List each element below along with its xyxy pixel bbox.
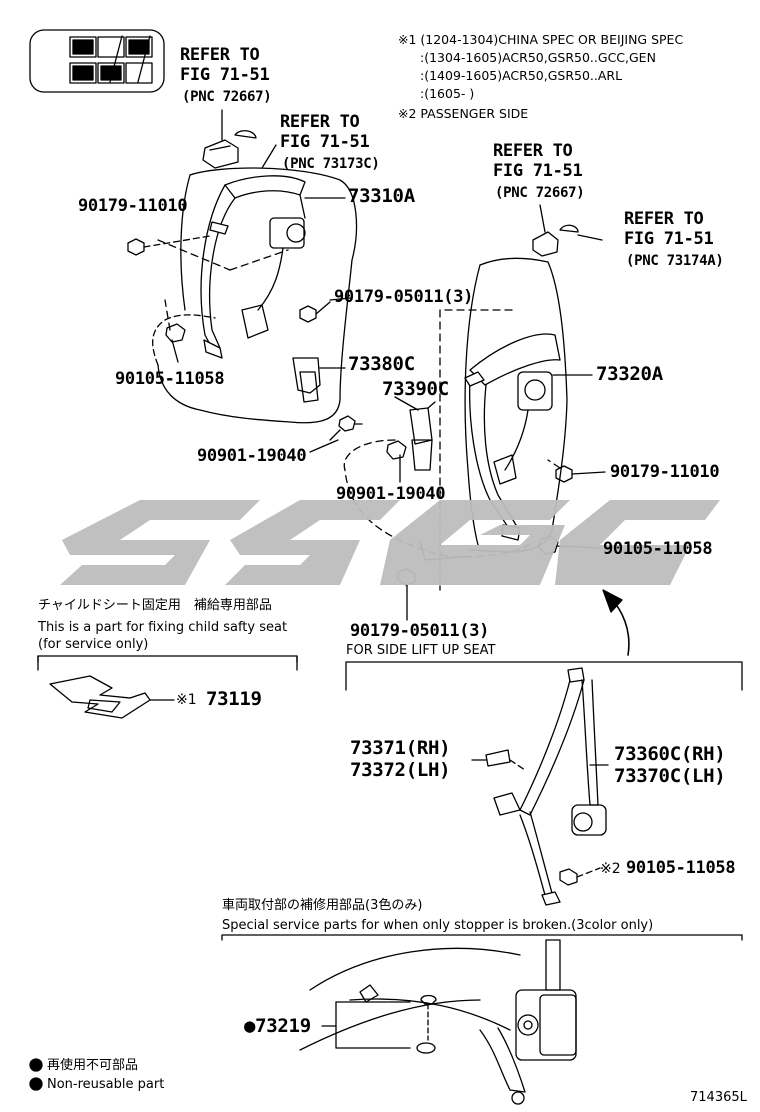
- part-73370C-lh[interactable]: 73370C(LH): [614, 765, 726, 787]
- legend-dot-en: [29, 1077, 43, 1091]
- part-90901-19040-right[interactable]: 90901-19040: [336, 484, 446, 504]
- child-seat-caption-jp: チャイルドシート固定用 補給専用部品: [38, 598, 272, 613]
- child-seat-part-box: [37, 655, 298, 719]
- note-1a: :(1304-1605)ACR50,GSR50..GCC,GEN: [420, 50, 656, 65]
- ref-4-line3: (PNC 73174A): [626, 253, 724, 269]
- ref-2-line3: (PNC 73173C): [282, 156, 380, 172]
- legend-en: Non-reusable part: [47, 1077, 165, 1092]
- left-leaders: [157, 239, 289, 331]
- part-73219[interactable]: ●73219: [244, 1015, 311, 1037]
- reference-cap-icons: [202, 130, 603, 257]
- part-73320A[interactable]: 73320A: [596, 363, 663, 385]
- watermark-shapes: [60, 500, 720, 585]
- legend-dot-jp: [29, 1058, 43, 1072]
- part-90179-11010-right[interactable]: 90179-11010: [610, 462, 720, 482]
- ref-1-line3: (PNC 72667): [182, 89, 272, 105]
- left-fasteners: [127, 235, 363, 441]
- ref-2-line2: FIG 71-51: [280, 132, 370, 152]
- left-buckle: [292, 357, 346, 403]
- part-73372-lh[interactable]: 73372(LH): [350, 759, 451, 781]
- side-lift-seat-box: [345, 661, 743, 691]
- ref-3-line1: REFER TO: [493, 141, 573, 161]
- part-90105-11058-bottom-mark: ※2: [600, 861, 621, 877]
- part-73380C[interactable]: 73380C: [348, 353, 415, 375]
- left-seat-belt: [200, 175, 306, 359]
- note-1c: :(1605- ): [420, 86, 475, 101]
- part-73119-mark: ※1: [176, 692, 197, 708]
- legend-jp: 再使用不可部品: [47, 1058, 139, 1073]
- child-seat-caption-en1: This is a part for fixing child safty se…: [38, 620, 288, 635]
- vehicle-seat-map-icon: [29, 29, 165, 93]
- figure-number: 714365L: [690, 1090, 747, 1105]
- stopper-detail-art: [299, 939, 577, 1105]
- ref-1-line1: REFER TO: [180, 45, 260, 65]
- right-buckle: [409, 401, 436, 471]
- part-73390C[interactable]: 73390C: [382, 378, 449, 400]
- part-73360C-rh[interactable]: 73360C(RH): [614, 743, 726, 765]
- part-90105-11058-right[interactable]: 90105-11058: [603, 539, 713, 559]
- stopper-caption-en: Special service parts for when only stop…: [222, 918, 654, 933]
- note-1: ※1 (1204-1304)CHINA SPEC OR BEIJING SPEC: [398, 32, 684, 47]
- part-90105-11058-bottom[interactable]: 90105-11058: [626, 858, 736, 878]
- part-90179-11010-left[interactable]: 90179-11010: [78, 196, 188, 216]
- ref-3-line2: FIG 71-51: [493, 161, 583, 181]
- part-90901-19040-left[interactable]: 90901-19040: [197, 446, 307, 466]
- ref-2-line1: REFER TO: [280, 112, 360, 132]
- part-90179-05011-upper[interactable]: 90179-05011(3): [334, 287, 474, 307]
- note-2: ※2 PASSENGER SIDE: [398, 106, 529, 121]
- part-90105-11058-left[interactable]: 90105-11058: [115, 369, 225, 389]
- part-73310A[interactable]: 73310A: [348, 185, 415, 207]
- ref-4-line1: REFER TO: [624, 209, 704, 229]
- callout-leaders: [221, 109, 593, 483]
- ref-3-line3: (PNC 72667): [495, 185, 585, 201]
- part-90179-05011-lower[interactable]: 90179-05011(3): [350, 621, 490, 641]
- lift-seat-belt-assembly: [471, 667, 609, 906]
- ref-1-line2: FIG 71-51: [180, 65, 270, 85]
- lift-up-seat-arrow: [602, 589, 630, 656]
- part-73119[interactable]: 73119: [206, 688, 262, 710]
- side-lift-caption: FOR SIDE LIFT UP SEAT: [346, 643, 496, 658]
- child-seat-caption-en2: (for service only): [38, 637, 149, 652]
- part-73371-rh[interactable]: 73371(RH): [350, 737, 451, 759]
- left-seat-outline: [152, 167, 358, 424]
- stopper-detail-box: [221, 934, 743, 941]
- ref-4-line2: FIG 71-51: [624, 229, 714, 249]
- note-1b: :(1409-1605)ACR50,GSR50..ARL: [420, 68, 623, 83]
- stopper-caption-jp: 車両取付部の補修用部品(3色のみ): [222, 898, 423, 913]
